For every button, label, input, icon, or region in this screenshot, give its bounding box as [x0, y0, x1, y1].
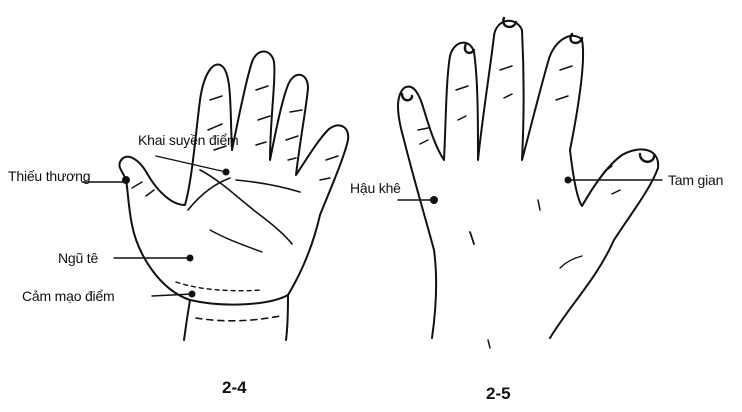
caption-right-figure: 2-5 [486, 384, 511, 404]
label-khai-suyen-diem: Khai suyền điểm [138, 132, 239, 148]
label-ngu-te: Ngũ tê [58, 250, 98, 266]
right-hand-back [398, 18, 658, 348]
label-cam-mao-diem: Cảm mạo điểm [22, 288, 115, 304]
acupoint-markers [82, 156, 662, 298]
label-thieu-thuong: Thiếu thương [8, 168, 90, 184]
left-hand-palm [119, 51, 348, 340]
label-tam-gian: Tam gian [668, 172, 723, 188]
label-hau-khe: Hậu khê [350, 180, 401, 196]
caption-left-figure: 2-4 [222, 378, 247, 398]
